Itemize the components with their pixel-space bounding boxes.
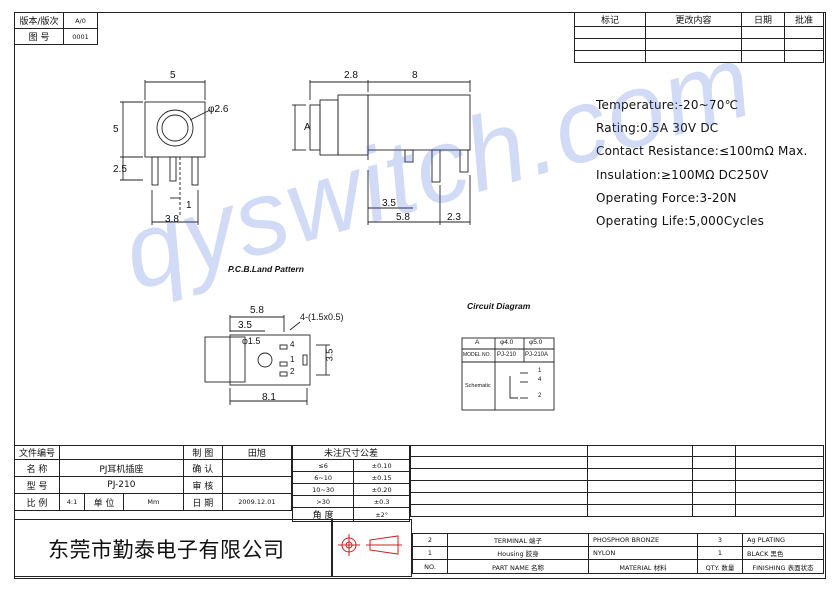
pcb-height: 3.5	[324, 348, 335, 362]
scale-value: 4:1	[59, 493, 85, 511]
confirm-label: 确 认	[182, 459, 223, 477]
pcb-land-pattern	[204, 315, 330, 405]
circuit-model-1: PJ-210	[497, 352, 517, 358]
front-view	[120, 80, 211, 225]
circuit-model-label: MODEL NO.	[463, 352, 491, 358]
pcb-dim1: 5.8	[250, 305, 264, 316]
circuit-model-2: PJ-210A	[525, 352, 549, 358]
projection-symbol-icon	[338, 534, 402, 556]
pcb-pin4: 4	[290, 340, 295, 349]
part-no: 2	[412, 533, 448, 547]
side-dim-d3: 2.3	[447, 212, 461, 223]
review-label: 审 核	[182, 476, 223, 494]
drawing-no-value: 0001	[63, 28, 98, 45]
part-material: NYLON	[588, 546, 698, 560]
tol-value: ±2°	[353, 507, 410, 522]
front-dim-height: 5	[113, 124, 119, 135]
part-qty: 3	[697, 533, 743, 547]
side-dim-a: A	[304, 122, 311, 133]
circuit-col-40: φ4.0	[500, 339, 514, 346]
title-block-table: 文件编号 制 图 田旭 名 称 PJ耳机插座 确 认 型 号 PJ-210 审 …	[14, 445, 293, 511]
part-name: TERMINAL 端子	[447, 533, 589, 547]
spec-operating-life: Operating Life:5,000Cycles	[596, 214, 765, 228]
parts-header-no: NO.	[412, 559, 448, 574]
spec-rating: Rating:0.5A 30V DC	[596, 121, 719, 135]
pcb-hole-dia: φ1.5	[242, 336, 261, 346]
tolerance-table: 未注尺寸公差 ≤6±0.10 6~10±0.15 10~30±0.20 >30±…	[291, 445, 410, 522]
part-name: Housing 胶身	[447, 546, 589, 560]
drawing-info-table: 版本/版次 A/0 图 号 0001	[14, 12, 98, 45]
blank-grid	[410, 445, 824, 517]
part-finish: Ag PLATING	[742, 533, 824, 547]
tol-value: ±0.10	[353, 459, 410, 472]
front-dim-pin: 2.5	[113, 164, 127, 175]
part-no: 1	[412, 546, 448, 560]
unit-label: 单 位	[84, 493, 124, 511]
scale-label: 比 例	[14, 493, 60, 511]
name-value: PJ耳机插座	[59, 459, 184, 477]
circuit-col-a: A	[475, 339, 480, 346]
pcb-title: P.C.B.Land Pattern	[228, 264, 304, 274]
tolerance-title: 未注尺寸公差	[292, 445, 410, 460]
date-value: 2009.12.01	[221, 493, 293, 511]
draw-label: 制 图	[182, 445, 223, 460]
spec-temperature: Temperature:-20~70℃	[596, 98, 739, 112]
pcb-hole-note: 4-(1.5x0.5)	[300, 312, 344, 322]
drawing-frame	[14, 12, 826, 579]
spec-operating-force: Operating Force:3-20N	[596, 191, 737, 205]
side-dim-d2: 5.8	[396, 212, 410, 223]
parts-table: 2 TERMINAL 端子 PHOSPHOR BRONZE 3 Ag PLATI…	[412, 533, 824, 574]
tol-range: 10~30	[291, 483, 355, 496]
name-label: 名 称	[14, 459, 60, 477]
pcb-pin1: 1	[290, 355, 295, 364]
tol-range: ≤6	[291, 459, 355, 472]
front-dim-bottom: 3.8	[165, 214, 179, 225]
circuit-pin4: 4	[538, 377, 542, 383]
parts-header-finish: FINISHING 表面状态	[742, 559, 824, 574]
circuit-pin1: 1	[538, 368, 542, 374]
front-dim-width: 5	[170, 70, 176, 81]
unit-value: Mm	[123, 493, 184, 511]
pcb-dim2: 3.5	[238, 320, 252, 331]
side-dim-d1: 3.5	[382, 198, 396, 209]
tol-range: 角 度	[291, 507, 355, 522]
company-box	[14, 519, 332, 577]
tol-value: ±0.15	[353, 471, 410, 484]
pcb-pin2: 2	[290, 367, 295, 376]
draw-value: 田旭	[221, 445, 293, 460]
circuit-col-50: φ5.0	[529, 339, 543, 346]
pcb-length: 8.1	[262, 392, 276, 403]
part-material: PHOSPHOR BRONZE	[588, 533, 698, 547]
company-name: 东莞市勤泰电子有限公司	[48, 538, 285, 562]
tol-value: ±0.20	[353, 483, 410, 496]
circuit-diagram	[461, 337, 555, 411]
model-label: 型 号	[14, 476, 60, 494]
model-value: PJ-210	[59, 476, 184, 494]
spec-insulation: Insulation:≥100MΩ DC250V	[596, 168, 769, 182]
projection-symbol-box	[332, 519, 412, 577]
front-dim-hole: φ2.6	[208, 104, 229, 115]
technical-drawing	[120, 80, 555, 411]
circuit-pin2: 2	[538, 393, 542, 399]
side-view	[292, 80, 471, 225]
revision-table: 标记 更改内容 日期 批准	[574, 12, 824, 63]
tol-range: >30	[291, 495, 355, 508]
file-no-label: 文件编号	[14, 445, 60, 460]
circuit-title: Circuit Diagram	[467, 301, 531, 311]
spec-contact-resistance: Contact Resistance:≤100mΩ Max.	[596, 144, 808, 158]
side-dim-top2: 8	[412, 70, 418, 81]
parts-header-material: MATERIAL 材料	[588, 559, 698, 574]
part-qty: 1	[697, 546, 743, 560]
side-dim-top1: 2.8	[344, 70, 358, 81]
tol-range: 6~10	[291, 471, 355, 484]
circuit-schematic-label: Schematic	[465, 383, 491, 389]
parts-header-qty: QTY. 数量	[697, 559, 743, 574]
tol-value: ±0.3	[353, 495, 410, 508]
parts-header-name: PART NAME 名称	[447, 559, 589, 574]
part-finish: BLACK 黑色	[742, 546, 824, 560]
date-label: 日 期	[182, 493, 223, 511]
front-dim-pitch: 1	[186, 200, 192, 211]
